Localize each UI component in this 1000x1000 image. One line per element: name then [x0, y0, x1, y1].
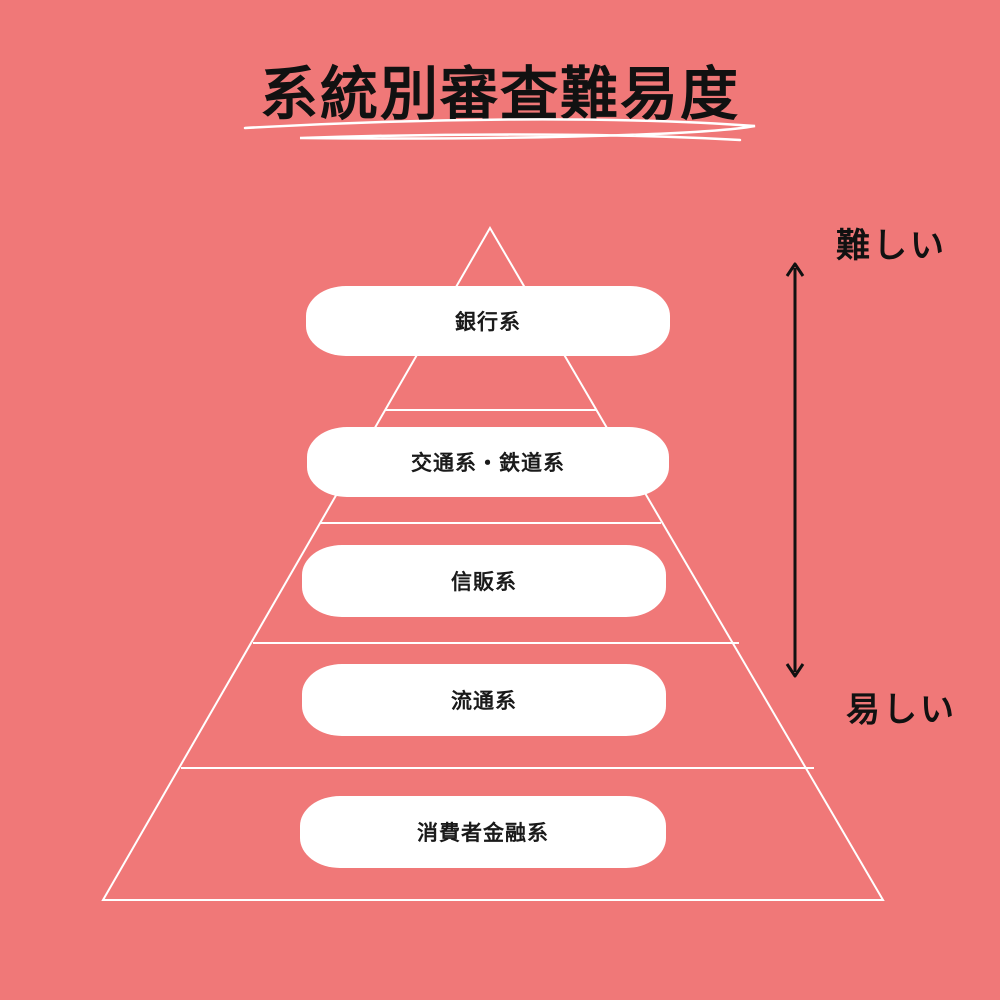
tier-retail: 流通系	[302, 664, 666, 736]
arrow-down-head	[785, 663, 805, 678]
page-title: 系統別審査難易度	[259, 60, 740, 128]
title-underline	[243, 118, 756, 142]
tier-consumer-finance: 消費者金融系	[300, 796, 666, 868]
difficulty-easy-label: 易しい	[846, 690, 957, 730]
difficulty-hard-label: 難しい	[836, 226, 947, 266]
tier-credit-sales: 信販系	[302, 545, 666, 617]
arrow-up-head	[785, 262, 805, 277]
tier-bank: 銀行系	[306, 286, 670, 356]
pyramid-outline	[101, 226, 885, 901]
tier-transport-railway: 交通系・鉄道系	[307, 427, 669, 497]
